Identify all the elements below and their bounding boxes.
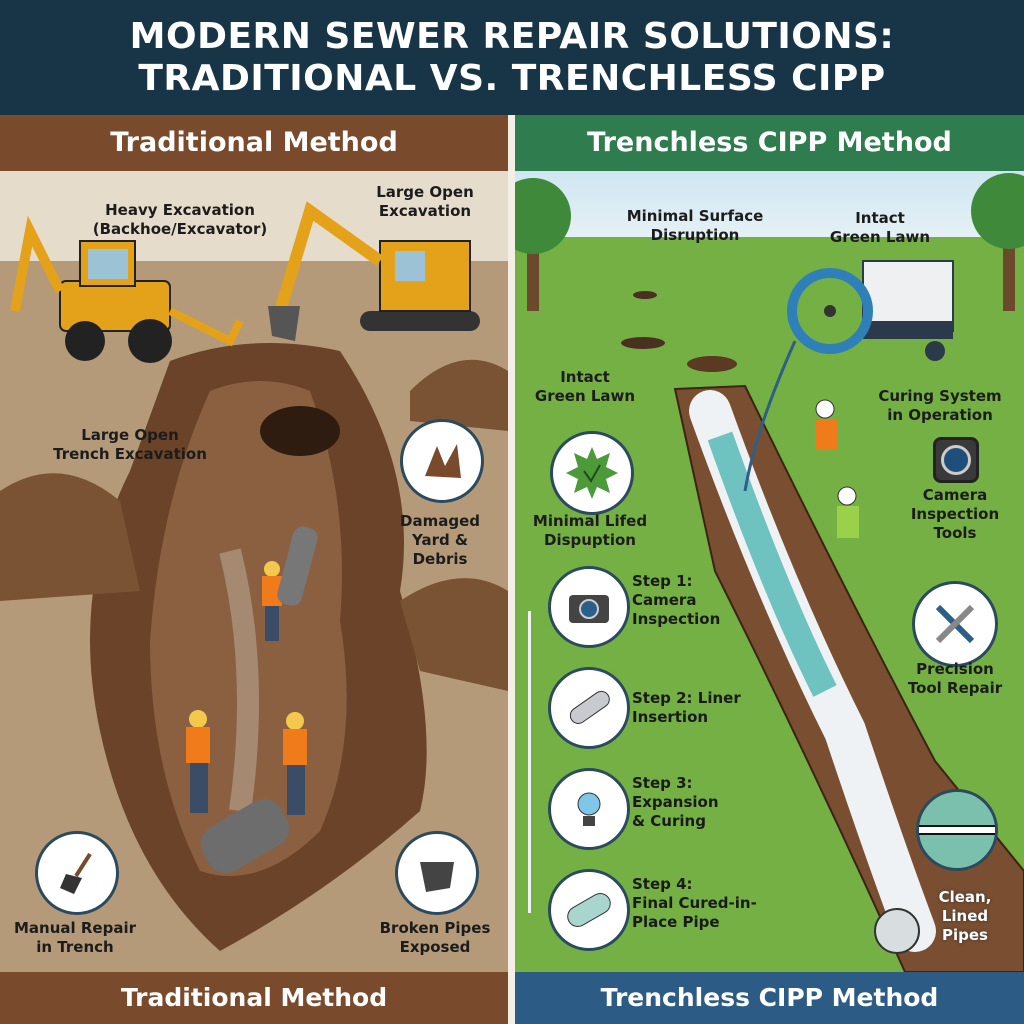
step-1-label: Step 1: Camera Inspection	[632, 572, 721, 628]
curing-system-illustration	[787, 260, 954, 361]
title-line-2: TRADITIONAL VS. TRENCHLESS CIPP	[138, 58, 886, 99]
label-clean-pipes: Clean, Lined Pipes	[938, 888, 992, 944]
traditional-panel: Heavy Excavation (Backhoe/Excavator) Lar…	[0, 171, 508, 972]
page-title: MODERN SEWER REPAIR SOLUTIONS: TRADITION…	[0, 0, 1024, 115]
clean-pipe-icon	[916, 789, 998, 871]
excavator-bucket-icon	[395, 831, 479, 915]
lightbulb-icon	[548, 768, 630, 850]
label-broken-pipes: Broken Pipes Exposed	[379, 919, 491, 956]
step-1: Step 1: Camera Inspection	[548, 566, 720, 648]
traditional-header: Traditional Method	[0, 115, 508, 171]
step-4: Step 4: Final Cured-in- Place Pipe	[548, 869, 757, 951]
trenchless-footer: Trenchless CIPP Method	[515, 972, 1024, 1024]
label-curing-system: Curing System in Operation	[878, 387, 1002, 424]
backhoe-illustration	[10, 215, 244, 363]
cured-pipe-icon	[548, 869, 630, 951]
step-2-label: Step 2: Liner Insertion	[632, 689, 741, 726]
label-damaged-yard: Damaged Yard & Debris	[400, 512, 480, 568]
title-line-1: MODERN SEWER REPAIR SOLUTIONS:	[129, 16, 895, 57]
label-large-open-excavation: Large Open Excavation	[376, 183, 474, 220]
label-precision-tool: Precision Tool Repair	[907, 660, 1003, 697]
camera-inspection-icon	[933, 437, 979, 483]
label-minimal-surface: Minimal Surface Disruption	[626, 207, 764, 244]
excavator-illustration	[268, 201, 480, 341]
shovel-icon	[35, 831, 119, 915]
steps-connector	[528, 611, 531, 913]
label-manual-repair: Manual Repair in Trench	[13, 919, 136, 956]
label-large-open-trench: Large Open Trench Excavation	[53, 426, 207, 463]
camera-icon	[548, 566, 630, 648]
label-heavy-excavation: Heavy Excavation (Backhoe/Excavator)	[92, 201, 268, 238]
debris-icon	[400, 419, 484, 503]
traditional-footer: Traditional Method	[0, 972, 508, 1024]
step-2: Step 2: Liner Insertion	[548, 667, 741, 749]
panel-divider	[508, 115, 515, 1024]
label-intact-lawn-left: Intact Green Lawn	[534, 368, 636, 405]
workers-illustration	[186, 526, 318, 873]
step-4-label: Step 4: Final Cured-in- Place Pipe	[632, 875, 757, 931]
trenchless-header: Trenchless CIPP Method	[515, 115, 1024, 171]
label-intact-lawn-top: Intact Green Lawn	[829, 209, 931, 246]
step-3: Step 3: Expansion & Curing	[548, 768, 719, 850]
tools-icon	[912, 581, 998, 667]
label-camera-tools: Camera Inspection Tools	[910, 486, 1000, 542]
trenchless-panel: Minimal Surface Disruption Intact Green …	[515, 171, 1024, 972]
step-3-label: Step 3: Expansion & Curing	[632, 774, 719, 830]
label-minimal-lifed: Minimal Lifed Dispuption	[532, 512, 648, 549]
pipe-icon	[548, 667, 630, 749]
starburst-check-icon	[550, 431, 634, 515]
traditional-scene	[0, 171, 508, 972]
